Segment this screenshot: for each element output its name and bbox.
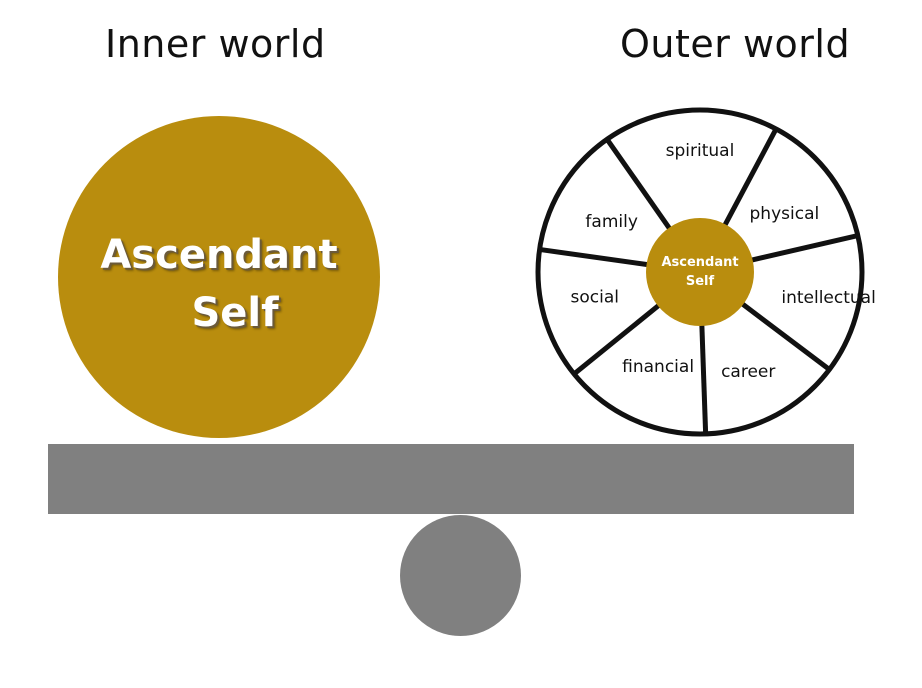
balance-fulcrum bbox=[400, 515, 521, 636]
wheel-spoke bbox=[722, 127, 779, 228]
inner-world-heading: Inner world bbox=[105, 22, 326, 66]
wheel-rim bbox=[535, 107, 865, 437]
outer-world-heading: Outer world bbox=[620, 22, 851, 66]
wheel-hub-label-line2: Self bbox=[686, 274, 715, 289]
balance-beam bbox=[48, 444, 854, 514]
wheel-segment-label-spiritual: spiritual bbox=[666, 141, 735, 161]
wheel-segment-label-financial: financial bbox=[622, 357, 694, 377]
wheel-segment-label-intellectual: intellectual bbox=[781, 288, 875, 308]
inner-circle-label-line1: Ascendant bbox=[100, 232, 338, 278]
wheel-spoke bbox=[699, 323, 709, 434]
wheel-spoke bbox=[572, 302, 662, 376]
wheel-spoke bbox=[750, 233, 859, 263]
wheel-spoke bbox=[539, 246, 649, 268]
wheel-hub bbox=[646, 218, 754, 326]
inner-self-circle: Ascendant Self bbox=[58, 116, 380, 438]
inner-circle-label-line2: Self bbox=[191, 290, 279, 336]
wheel-segment-label-career: career bbox=[721, 362, 775, 382]
wheel-labels: spiritual physical intellectual career finan… bbox=[571, 141, 876, 382]
wheel-spoke bbox=[605, 137, 673, 231]
wheel-segment-label-family: family bbox=[585, 212, 637, 232]
wheel-hub-label-line1: Ascendant bbox=[661, 255, 738, 270]
wheel-spoke bbox=[740, 301, 831, 372]
wheel-spokes bbox=[539, 127, 859, 434]
wheel-segment-label-social: social bbox=[571, 287, 619, 307]
wheel-segment-label-physical: physical bbox=[750, 204, 820, 224]
